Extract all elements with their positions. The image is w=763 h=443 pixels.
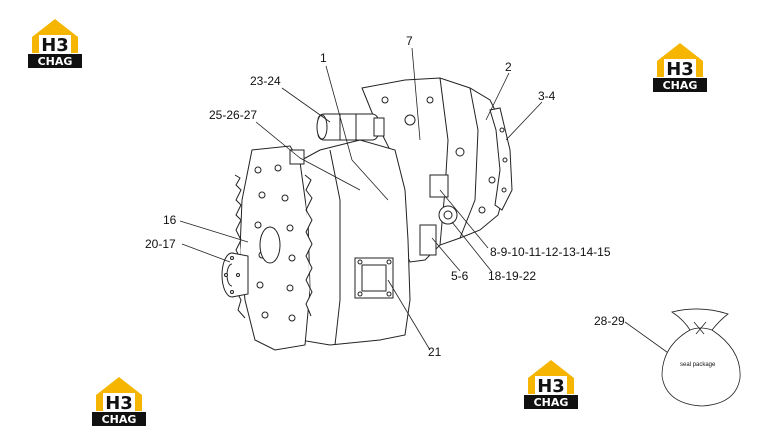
callout-23-24: 23-24	[250, 74, 281, 88]
callout-8-15: 8-9-10-11-12-13-14-15	[490, 245, 611, 259]
seal-package-label: seal package	[680, 362, 716, 368]
gear-housing	[234, 145, 313, 351]
logo-word-text: CHAG	[102, 413, 137, 426]
callout-2: 2	[505, 60, 512, 74]
callout-28-29: 28-29	[594, 314, 625, 328]
callout-3-4: 3-4	[538, 89, 556, 103]
logo-mark-text: H3	[41, 35, 69, 56]
logo-mark-text: H3	[105, 393, 133, 414]
callout-7: 7	[406, 34, 413, 48]
h3-chag-logo-top-left: H3 CHAG	[28, 19, 82, 68]
callout-20-17: 20-17	[145, 237, 176, 251]
logo-mark-text: H3	[537, 376, 565, 397]
top-pump	[316, 113, 385, 141]
logo-mark-text: H3	[666, 59, 694, 80]
callout-5-6: 5-6	[451, 269, 469, 283]
callout-21: 21	[428, 345, 442, 359]
output-flange	[221, 252, 249, 298]
logo-word-text: CHAG	[38, 55, 73, 68]
cover-flange	[489, 107, 513, 211]
callout-1: 1	[320, 51, 327, 65]
callout-25-26-27: 25-26-27	[209, 108, 258, 122]
seal-package-bag	[661, 308, 741, 407]
h3-chag-logo-top-right: H3 CHAG	[653, 43, 707, 92]
callout-18-19-22: 18-19-22	[488, 269, 537, 283]
main-housing	[297, 139, 411, 346]
callout-16: 16	[163, 213, 177, 227]
h3-chag-logo-bottom-center: H3 CHAG	[524, 360, 578, 409]
leader-lines	[179, 47, 679, 361]
logo-word-text: CHAG	[534, 396, 569, 409]
logo-word-text: CHAG	[663, 79, 698, 92]
h3-chag-logo-bottom-left: H3 CHAG	[92, 377, 146, 426]
